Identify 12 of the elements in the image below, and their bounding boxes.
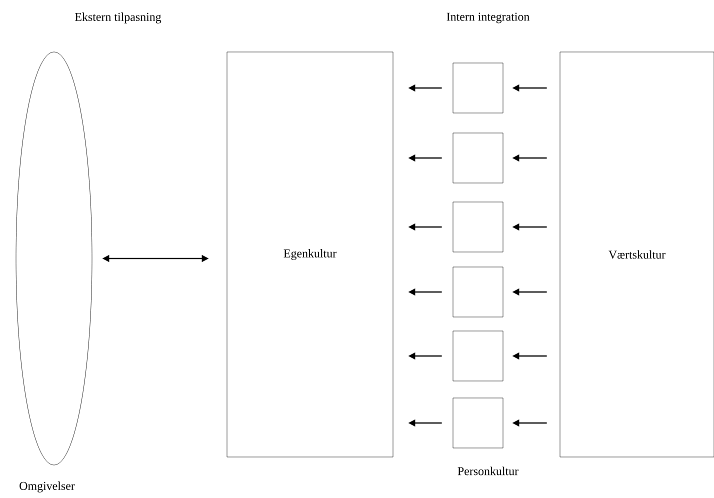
node-label: Omgivelser <box>20 482 75 492</box>
empty-box <box>452 330 504 382</box>
caption: Personkultur <box>458 466 518 476</box>
empty-box <box>452 266 504 318</box>
empty-box <box>452 398 504 448</box>
culture-box: Værtskultur <box>560 52 714 458</box>
empty-box <box>452 62 504 114</box>
caption: Intern integration <box>446 12 530 24</box>
empty-box <box>452 202 504 252</box>
caption: Ekstern tilpasning <box>75 12 162 24</box>
empty-box <box>452 132 504 184</box>
culture-box: Egenkultur <box>226 52 394 458</box>
